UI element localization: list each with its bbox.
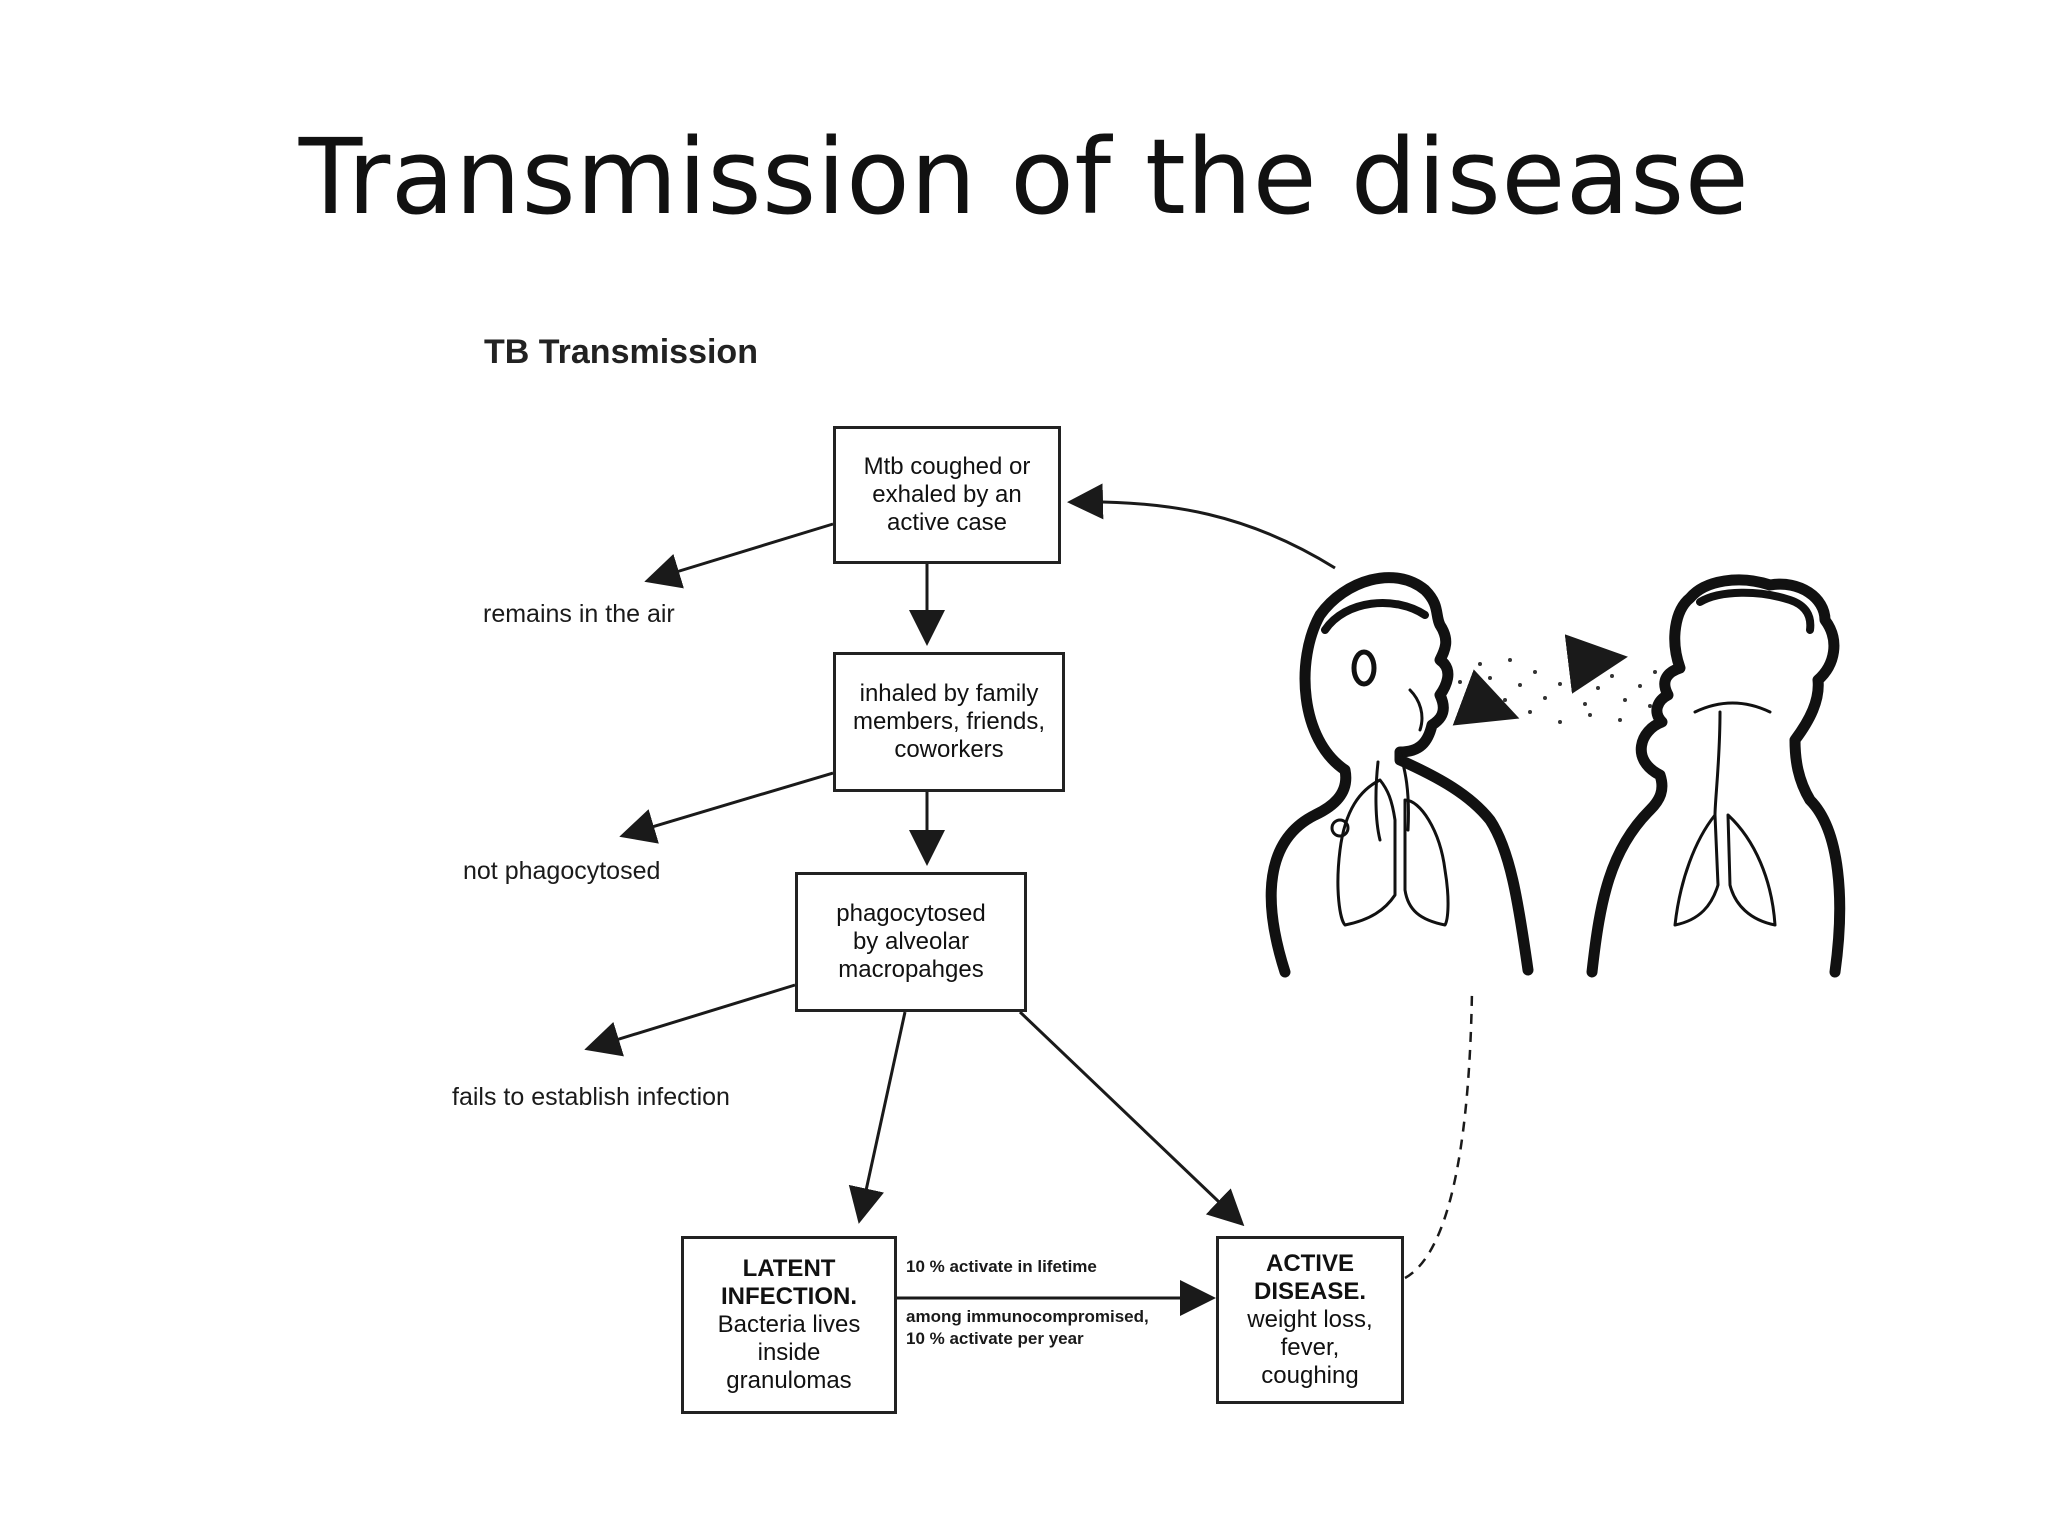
outcome-not-phagocytosed: not phagocytosed bbox=[463, 857, 661, 885]
latent-description: Bacteria lives inside granulomas bbox=[717, 1311, 861, 1394]
slide-title: Transmission of the disease bbox=[298, 116, 1750, 238]
node-phagocytosed-label: phagocytosed by alveolar macropahges bbox=[836, 900, 986, 983]
arrow-to-fails-infection bbox=[584, 983, 796, 1057]
contact-person-figure bbox=[1586, 574, 1846, 978]
droplet-arrow-lower bbox=[1452, 669, 1520, 726]
diagram-title: TB Transmission bbox=[484, 333, 758, 371]
latent-heading: LATENT INFECTION. bbox=[721, 1255, 857, 1310]
arrow-to-active bbox=[1018, 1010, 1245, 1227]
edge-label-immunocompromised: among immunocompromised, 10 % activate p… bbox=[906, 1307, 1149, 1348]
node-active-disease: ACTIVE DISEASE. weight loss, fever, coug… bbox=[1216, 1236, 1404, 1404]
arrow-to-not-phagocytosed bbox=[619, 771, 834, 844]
edge-label-lifetime: 10 % activate in lifetime bbox=[906, 1257, 1097, 1276]
arrow-person-to-exhaled bbox=[1067, 483, 1336, 570]
outcome-remains-in-air: remains in the air bbox=[483, 600, 675, 628]
droplets-cloud bbox=[1458, 658, 1657, 724]
active-heading: ACTIVE DISEASE. bbox=[1253, 1250, 1367, 1305]
node-phagocytosed: phagocytosed by alveolar macropahges bbox=[795, 872, 1027, 1012]
node-latent-infection: LATENT INFECTION. Bacteria lives inside … bbox=[681, 1236, 897, 1414]
node-inhaled: inhaled by family members, friends, cowo… bbox=[833, 652, 1065, 792]
droplet-arrow-upper bbox=[1564, 634, 1628, 694]
node-inhaled-label: inhaled by family members, friends, cowo… bbox=[852, 680, 1046, 763]
node-exhaled: Mtb coughed or exhaled by an active case bbox=[833, 426, 1061, 564]
outcome-fails-infection: fails to establish infection bbox=[452, 1083, 730, 1111]
active-description: weight loss, fever, coughing bbox=[1247, 1306, 1373, 1389]
dashed-link-active-to-person bbox=[1404, 989, 1474, 1280]
arrow-to-latent bbox=[848, 1011, 907, 1224]
arrow-to-remains-in-air bbox=[644, 522, 834, 589]
infected-person-figure bbox=[1265, 572, 1534, 978]
node-exhaled-label: Mtb coughed or exhaled by an active case bbox=[863, 453, 1031, 536]
